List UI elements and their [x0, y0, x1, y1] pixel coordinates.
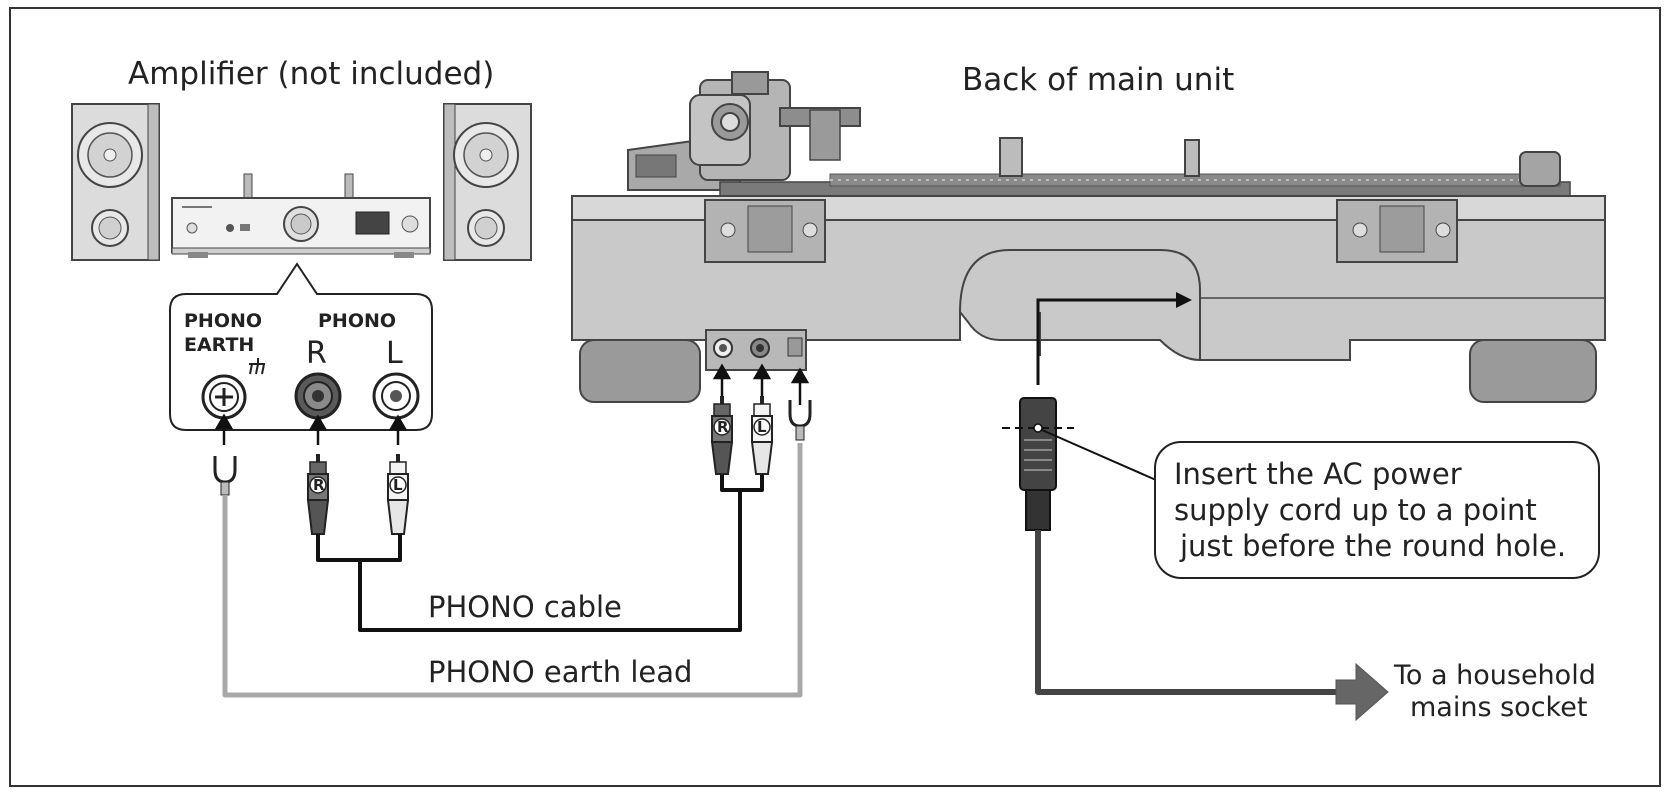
ac-power-plug	[1002, 292, 1192, 531]
unit-r-plug-letter: R	[717, 418, 729, 436]
socket-label-line2: mains socket	[1410, 692, 1587, 723]
earth-terminal	[201, 374, 247, 420]
earth-symbol-icon	[249, 358, 265, 375]
mains-arrow-icon	[1335, 662, 1389, 722]
panel-phono-earth-line2: EARTH	[184, 334, 254, 356]
amp-phono-r-jack	[294, 372, 342, 420]
unit-earth-fork	[788, 400, 812, 441]
callout-line1: Insert the AC power	[1174, 457, 1462, 491]
unit-l-plug: L	[750, 396, 774, 475]
amp-insert-arrows	[214, 413, 408, 445]
unit-l-plug-letter: L	[757, 418, 767, 436]
amp-earth-fork	[213, 456, 237, 496]
turntable-unit	[571, 71, 1606, 403]
amp-r-plug: R	[306, 454, 330, 535]
socket-label-line1: To a household	[1393, 660, 1596, 691]
amp-r-plug-letter: R	[313, 476, 325, 494]
phono-cable-label: PHONO cable	[428, 590, 622, 624]
amp-l-plug: L	[386, 454, 410, 535]
callout-line3: just before the round hole.	[1179, 529, 1566, 563]
panel-phono-label: PHONO	[318, 310, 396, 332]
diagram-frame	[9, 7, 1661, 787]
unit-r-plug: R	[710, 396, 734, 475]
right-speaker	[443, 103, 532, 261]
phono-cable-branch	[360, 474, 740, 562]
panel-phono-earth-line1: PHONO	[184, 310, 262, 332]
left-speaker	[71, 103, 160, 261]
back-of-unit-label: Back of main unit	[962, 62, 1234, 98]
callout-pointer	[1041, 429, 1157, 481]
amplifier-unit	[171, 173, 431, 258]
amplifier-label: Amplifier (not included)	[128, 56, 494, 92]
amp-phono-l-jack	[372, 372, 420, 420]
panel-r-label: R	[306, 336, 327, 371]
amp-l-plug-letter: L	[393, 476, 403, 494]
phono-earth-lead	[222, 443, 803, 698]
panel-l-label: L	[386, 336, 403, 371]
callout-box	[1154, 441, 1600, 579]
phono-earth-lead-label: PHONO earth lead	[428, 655, 692, 689]
ac-power-cord	[1035, 530, 1336, 695]
unit-insert-arrows	[712, 363, 810, 405]
phono-cable	[316, 474, 764, 632]
callout-line2: supply cord up to a point	[1174, 493, 1537, 527]
